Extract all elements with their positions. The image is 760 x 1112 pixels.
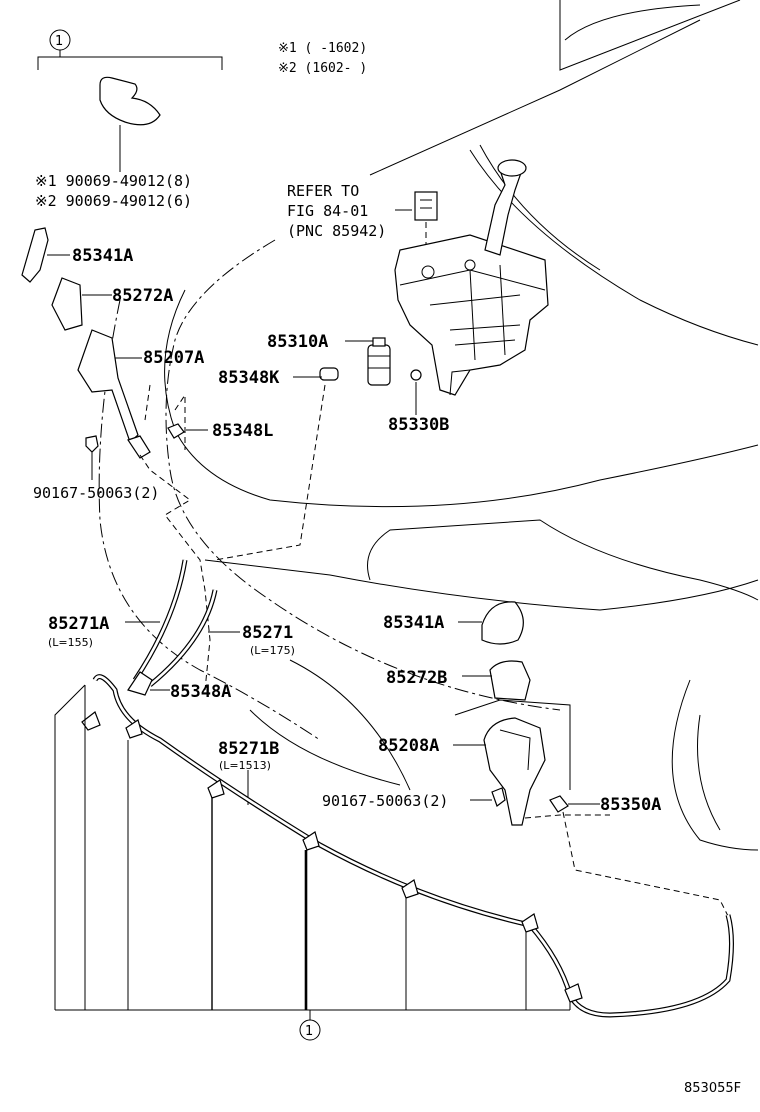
figure-code: 853055F (684, 1081, 741, 1096)
refer-line-3: (PNC 85942) (287, 222, 386, 240)
label-85330B: 85330B (388, 415, 449, 435)
label-85348K: 85348K (218, 368, 280, 388)
hose-clip-6 (521, 913, 539, 933)
washer-pump (293, 337, 422, 415)
pump-grommet (410, 369, 422, 381)
label-85272B: 85272B (386, 668, 447, 688)
hose-clip-4 (302, 831, 320, 851)
washer-pump-body (367, 344, 391, 386)
hose-joint-85348L (167, 423, 185, 439)
label-85208A: 85208A (378, 736, 439, 756)
washer-tank (394, 159, 549, 396)
refer-line-1: REFER TO (287, 182, 359, 200)
group-bracket-bottom: 1 (54, 684, 571, 1041)
label-85348A: 85348A (170, 682, 231, 702)
hose-joint-85348K (319, 367, 339, 381)
label-85341A-top: 85341A (72, 246, 133, 266)
tank-sensor-connector (414, 191, 438, 221)
clip-part-2: ※2 90069-49012(6) (35, 192, 192, 210)
label-85207A: 85207A (143, 348, 204, 368)
hose-clip-icon (99, 76, 161, 126)
label-90167-bottom: 90167-50063(2) (322, 792, 448, 810)
label-85271: 85271 (242, 623, 293, 643)
hose-joint-85350A (549, 795, 569, 813)
label-85271A-length: (L=155) (48, 636, 93, 649)
label-85350A: 85350A (600, 795, 661, 815)
hose-clip-3 (207, 779, 225, 799)
group-marker-bottom: 1 (305, 1024, 313, 1039)
label-90167-top: 90167-50063(2) (33, 484, 159, 502)
note-1: ※1 ( -1602) (278, 41, 367, 56)
label-85271-length: (L=175) (250, 644, 295, 657)
hose-clip-5 (401, 879, 419, 899)
label-85310A: 85310A (267, 332, 328, 352)
label-85271B: 85271B (218, 739, 279, 759)
nozzle-cover-right (481, 601, 524, 645)
right-nozzle-assembly (453, 601, 731, 921)
label-85271B-length: (L=1513) (219, 759, 271, 772)
nozzle-actuator-85207A (77, 329, 139, 444)
label-85348L: 85348L (212, 421, 273, 441)
bolt-90167-top (85, 435, 99, 453)
hose-clip-1 (81, 711, 101, 731)
group-bracket-top: 1 (37, 29, 223, 172)
nozzle-cover-85341A (21, 227, 49, 283)
clip-part-1: ※1 90069-49012(8) (35, 172, 192, 190)
label-85272A: 85272A (112, 286, 173, 306)
left-nozzle-assembly (21, 227, 326, 691)
hose-clip-7 (564, 983, 583, 1003)
note-2: ※2 (1602- ) (278, 61, 367, 76)
hose-joint-85348A (127, 671, 153, 696)
hose-clip-2 (125, 719, 143, 739)
nozzle-bracket-85272A (51, 277, 83, 331)
left-hoses (125, 559, 240, 696)
label-85341A-right: 85341A (383, 613, 444, 633)
group-marker-top: 1 (55, 34, 63, 49)
bolt-90167-bottom (491, 787, 506, 807)
group-marker-circle-bottom (299, 1019, 321, 1041)
hose-85271B (81, 674, 734, 1018)
nozzle-bracket-85272B (489, 660, 531, 701)
refer-line-2: FIG 84-01 (287, 202, 368, 220)
label-85271A: 85271A (48, 614, 109, 634)
